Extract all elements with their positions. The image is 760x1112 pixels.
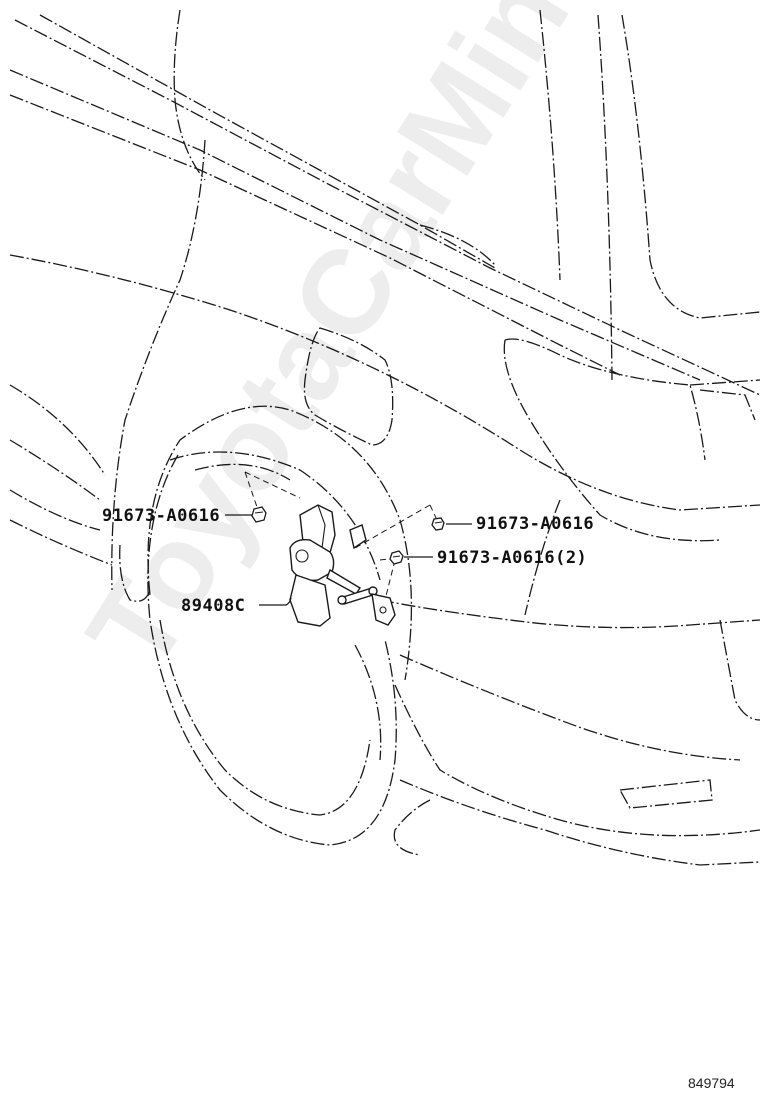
height-control-sensor (289, 504, 396, 627)
upper-body-lines (9, 9, 760, 396)
leader-lines (225, 514, 472, 606)
part-label-right-bolt[interactable]: 91673-A0616 (476, 514, 595, 534)
diagram-number: 849794 (688, 1075, 735, 1091)
bolt-left-icon (251, 506, 267, 523)
rear-tire (147, 454, 397, 846)
part-label-right-bolt-qty[interactable]: 91673-A0616(2) (437, 548, 588, 568)
part-label-left-bolt[interactable]: 91673-A0616 (102, 506, 221, 526)
bolt-right-icon (431, 517, 445, 531)
part-label-height-sensor[interactable]: 89408C (181, 596, 246, 616)
bumper-lines (379, 499, 760, 866)
bolts (251, 506, 445, 565)
bolt-right-2-icon (389, 550, 404, 565)
quarter-panel-lines (9, 139, 760, 681)
